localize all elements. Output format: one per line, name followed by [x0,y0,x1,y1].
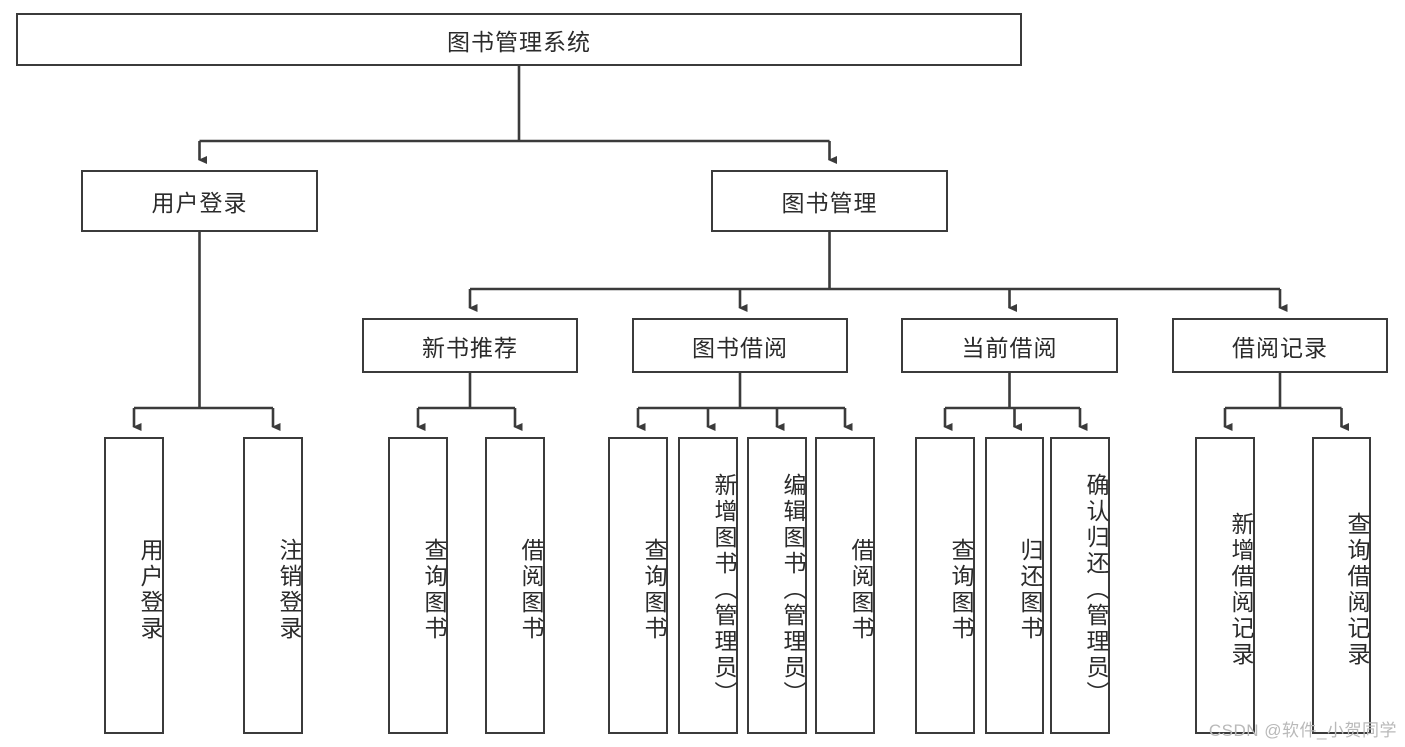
node-label: 确认归还（管理员） [1083,472,1109,707]
node-label: 借阅图书 [518,537,544,642]
node-label: 注销登录 [276,537,302,642]
leaf-return-book[interactable]: 归还图书 [985,437,1044,734]
node-label: 新增图书（管理员） [711,472,737,707]
node-label: 借阅图书 [848,537,874,642]
node-label: 新增借阅记录 [1228,511,1254,668]
node-label: 用户登录 [151,190,248,216]
node-label: 图书借阅 [692,334,788,361]
leaf-user-login[interactable]: 用户登录 [104,437,164,734]
leaf-query-book-recommend[interactable]: 查询图书 [388,437,448,734]
node-root-system[interactable]: 图书管理系统 [16,13,1022,66]
node-label: 用户登录 [137,537,163,642]
leaf-add-borrow-record[interactable]: 新增借阅记录 [1195,437,1255,734]
node-label: 图书管理 [781,190,878,216]
node-book-manage[interactable]: 图书管理 [711,170,948,232]
leaf-query-borrow-record[interactable]: 查询借阅记录 [1312,437,1371,734]
leaf-logout[interactable]: 注销登录 [243,437,303,734]
node-book-borrow[interactable]: 图书借阅 [632,318,848,373]
node-label: 查询图书 [641,537,667,642]
node-label: 查询借阅记录 [1344,511,1370,668]
node-label: 新书推荐 [422,334,518,361]
leaf-borrow-book-borrow[interactable]: 借阅图书 [815,437,875,734]
watermark-text: CSDN @软件_小贺同学 [1208,721,1397,740]
node-label: 借阅记录 [1232,334,1328,361]
node-current-borrow[interactable]: 当前借阅 [901,318,1118,373]
leaf-confirm-return-admin[interactable]: 确认归还（管理员） [1050,437,1110,734]
leaf-edit-book-admin[interactable]: 编辑图书（管理员） [747,437,807,734]
node-label: 图书管理系统 [447,28,591,55]
node-new-book-recommend[interactable]: 新书推荐 [362,318,578,373]
node-label: 当前借阅 [961,334,1058,361]
node-label: 归还图书 [1017,537,1043,642]
node-label: 查询图书 [948,537,974,642]
node-label: 查询图书 [421,537,447,642]
node-user-login[interactable]: 用户登录 [81,170,318,232]
leaf-add-book-admin[interactable]: 新增图书（管理员） [678,437,738,734]
leaf-borrow-book-recommend[interactable]: 借阅图书 [485,437,545,734]
leaf-query-book-borrow[interactable]: 查询图书 [608,437,668,734]
node-borrow-record[interactable]: 借阅记录 [1172,318,1388,373]
leaf-query-book-current[interactable]: 查询图书 [915,437,975,734]
node-label: 编辑图书（管理员） [780,472,806,707]
